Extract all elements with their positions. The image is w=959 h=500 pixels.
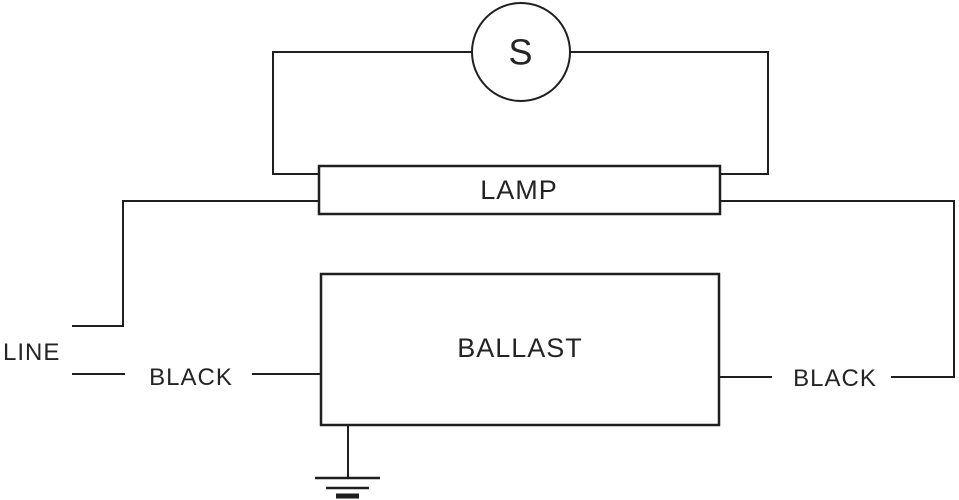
lamp-box (317, 164, 722, 216)
starter-circle (471, 2, 571, 102)
ballast-box (319, 272, 721, 427)
black-label-left: BLACK (149, 364, 233, 391)
black-right-loop-wire (720, 200, 955, 378)
black-label-right: BLACK (793, 365, 877, 392)
line-label: LINE (3, 339, 60, 366)
ground-icon (315, 476, 380, 499)
lamp-label: LAMP (480, 175, 558, 205)
starter-label: S (508, 32, 533, 73)
line-wire (72, 200, 319, 327)
ballast-label: BALLAST (457, 333, 583, 363)
